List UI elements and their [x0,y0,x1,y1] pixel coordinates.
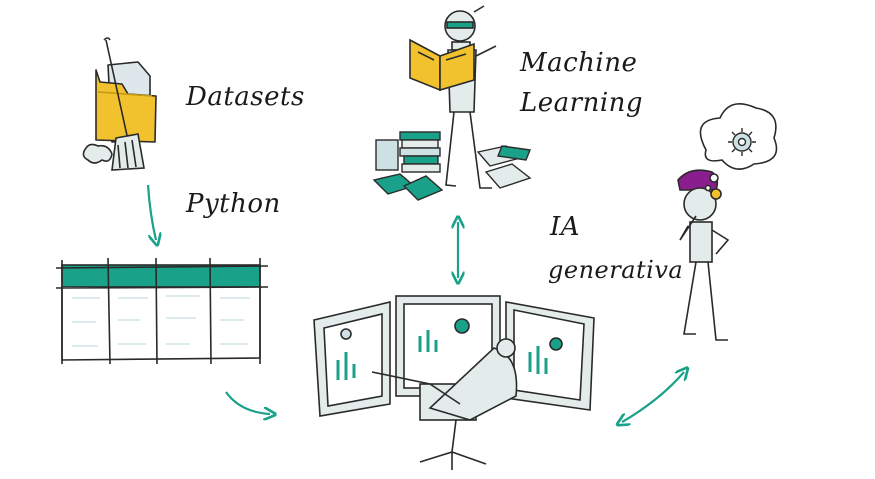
books-icon [372,131,532,201]
arrow-python-to-workstation [225,391,270,414]
folder-icon [95,61,157,143]
label-generativa: generativa [548,256,684,284]
label-python: Python [186,189,281,219]
arrow-datasets-to-python [146,184,156,240]
broom-icon [82,37,145,171]
robot-thinking-icon [677,169,730,341]
table-icon [55,257,269,365]
label-ia: IA [550,212,581,242]
label-datasets: Datasets [186,82,305,112]
label-learning: Learning [520,88,644,118]
robot-reading-icon [409,5,497,189]
arrow-genai-to-workstation [622,372,684,422]
gear-icon [728,128,756,156]
chair-icon [371,338,518,470]
label-machine: Machine [520,48,638,78]
